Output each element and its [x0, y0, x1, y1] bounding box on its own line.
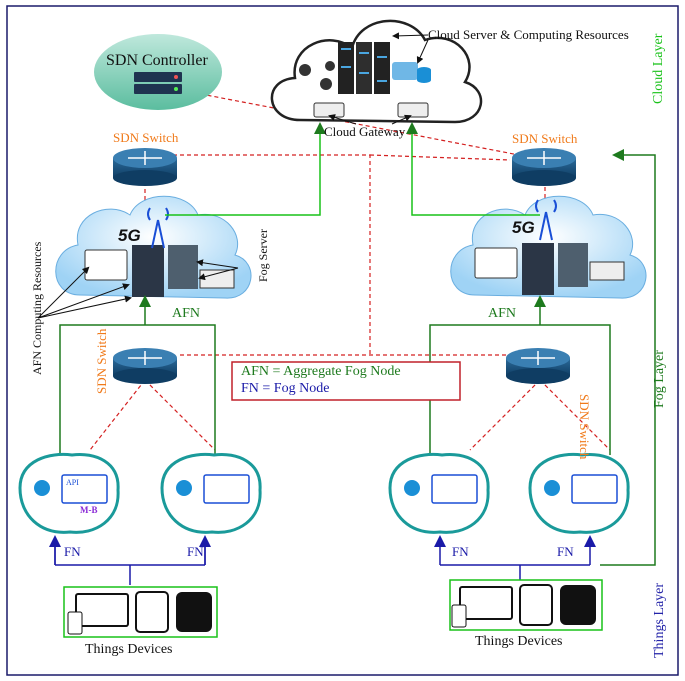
- api-label: API: [66, 478, 79, 487]
- afn-left-label: AFN: [172, 306, 201, 321]
- fn-device-4: [528, 452, 630, 534]
- legend-box: [231, 361, 461, 401]
- five-g-right: 5G: [512, 218, 535, 237]
- afn-cloud-left: [55, 195, 252, 299]
- sdn-switch-mid-left: [113, 348, 177, 384]
- sdn-switch-mid-right-label: SDN Switch: [577, 394, 592, 460]
- sdn-switch-top-right: [512, 148, 576, 186]
- sdn-switch-top-left-label: SDN Switch: [113, 130, 179, 145]
- fn-device-2: [160, 452, 262, 534]
- afn-cloud-right: [450, 195, 647, 299]
- fn-2-label: FN: [187, 544, 204, 559]
- cloud-server-rack: [338, 42, 390, 94]
- afn-computing-pointers: [37, 266, 132, 319]
- sdn-switch-mid-right: [506, 348, 570, 384]
- legend-afn: AFN = Aggregate Fog Node: [241, 364, 401, 379]
- things-box-left: [63, 586, 218, 638]
- sdn-controller: [94, 34, 222, 110]
- cloud-gateway-label: Cloud Gateway: [324, 124, 406, 139]
- sdn-switch-mid-left-label: SDN Switch: [94, 328, 109, 394]
- things-left-label: Things Devices: [85, 642, 173, 657]
- fn-device-3: [388, 452, 490, 534]
- mb-label: M-B: [80, 505, 98, 515]
- antenna-right: [535, 199, 557, 241]
- gateway-pointer: [328, 114, 357, 125]
- sdn-switch-top-left: [113, 148, 177, 186]
- sdn-controller-label: SDN Controller: [106, 52, 208, 69]
- cloud-server-pointer: [392, 32, 429, 40]
- fog-layer-label: Fog Layer: [652, 350, 667, 408]
- cloud-server-pointer-2: [416, 39, 429, 64]
- cloud-icons-small: [299, 61, 335, 90]
- fog-server-pointers: [196, 259, 239, 281]
- things-box-right: [449, 579, 603, 631]
- cloud-db-icon: [392, 62, 431, 83]
- gateway-pointer-2: [391, 114, 412, 125]
- afn-right-label: AFN: [488, 306, 517, 321]
- sdn-switch-top-right-label: SDN Switch: [512, 131, 578, 146]
- fn-1-label: FN: [64, 544, 81, 559]
- things-right-label: Things Devices: [475, 634, 563, 649]
- things-layer-label: Things Layer: [652, 582, 667, 658]
- fn-4-label: FN: [557, 544, 574, 559]
- fn-3-label: FN: [452, 544, 469, 559]
- antenna-left: [147, 207, 169, 249]
- cloud-server-label: Cloud Server & Computing Resources: [428, 27, 629, 42]
- things-links: [49, 535, 632, 585]
- fog-server-label: Fog Server: [256, 229, 270, 282]
- fn-device-1: [18, 452, 120, 534]
- legend-fn: FN = Fog Node: [241, 381, 330, 396]
- cloud-layer-label: Cloud Layer: [651, 33, 666, 104]
- cloud-gateway-devices: [313, 102, 429, 118]
- afn-computing-label: AFN Computing Resources: [30, 241, 44, 375]
- five-g-left: 5G: [118, 226, 141, 245]
- outer-border: [6, 5, 679, 676]
